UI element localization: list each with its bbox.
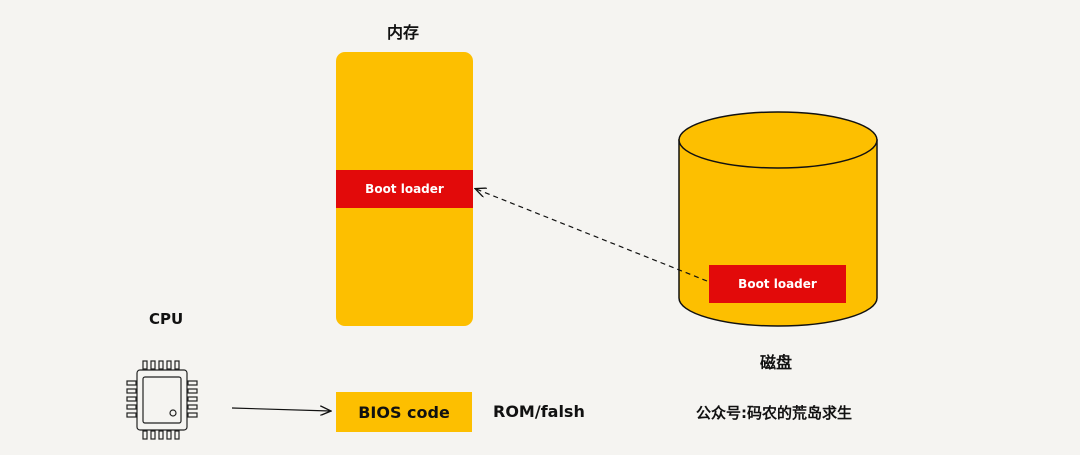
disk-boot-loader-block <box>709 265 846 303</box>
bios-box <box>336 392 472 432</box>
bios-label: BIOS code <box>358 402 450 422</box>
disk-boot-loader-label: Boot loader <box>738 277 817 291</box>
watermark-text: 公众号:码农的荒岛求生 <box>696 404 852 422</box>
cpu-title: CPU <box>149 310 184 328</box>
cpu-chip-icon <box>126 360 198 440</box>
memory-title: 内存 <box>387 23 420 42</box>
memory-boot-loader-label: Boot loader <box>365 182 444 196</box>
bios-storage-label: ROM/falsh <box>493 402 585 421</box>
cpu-bios-arrow <box>231 408 330 411</box>
memory-boot-loader-block <box>336 170 473 208</box>
load-arrow <box>476 189 708 282</box>
disk-title: 磁盘 <box>760 353 793 372</box>
